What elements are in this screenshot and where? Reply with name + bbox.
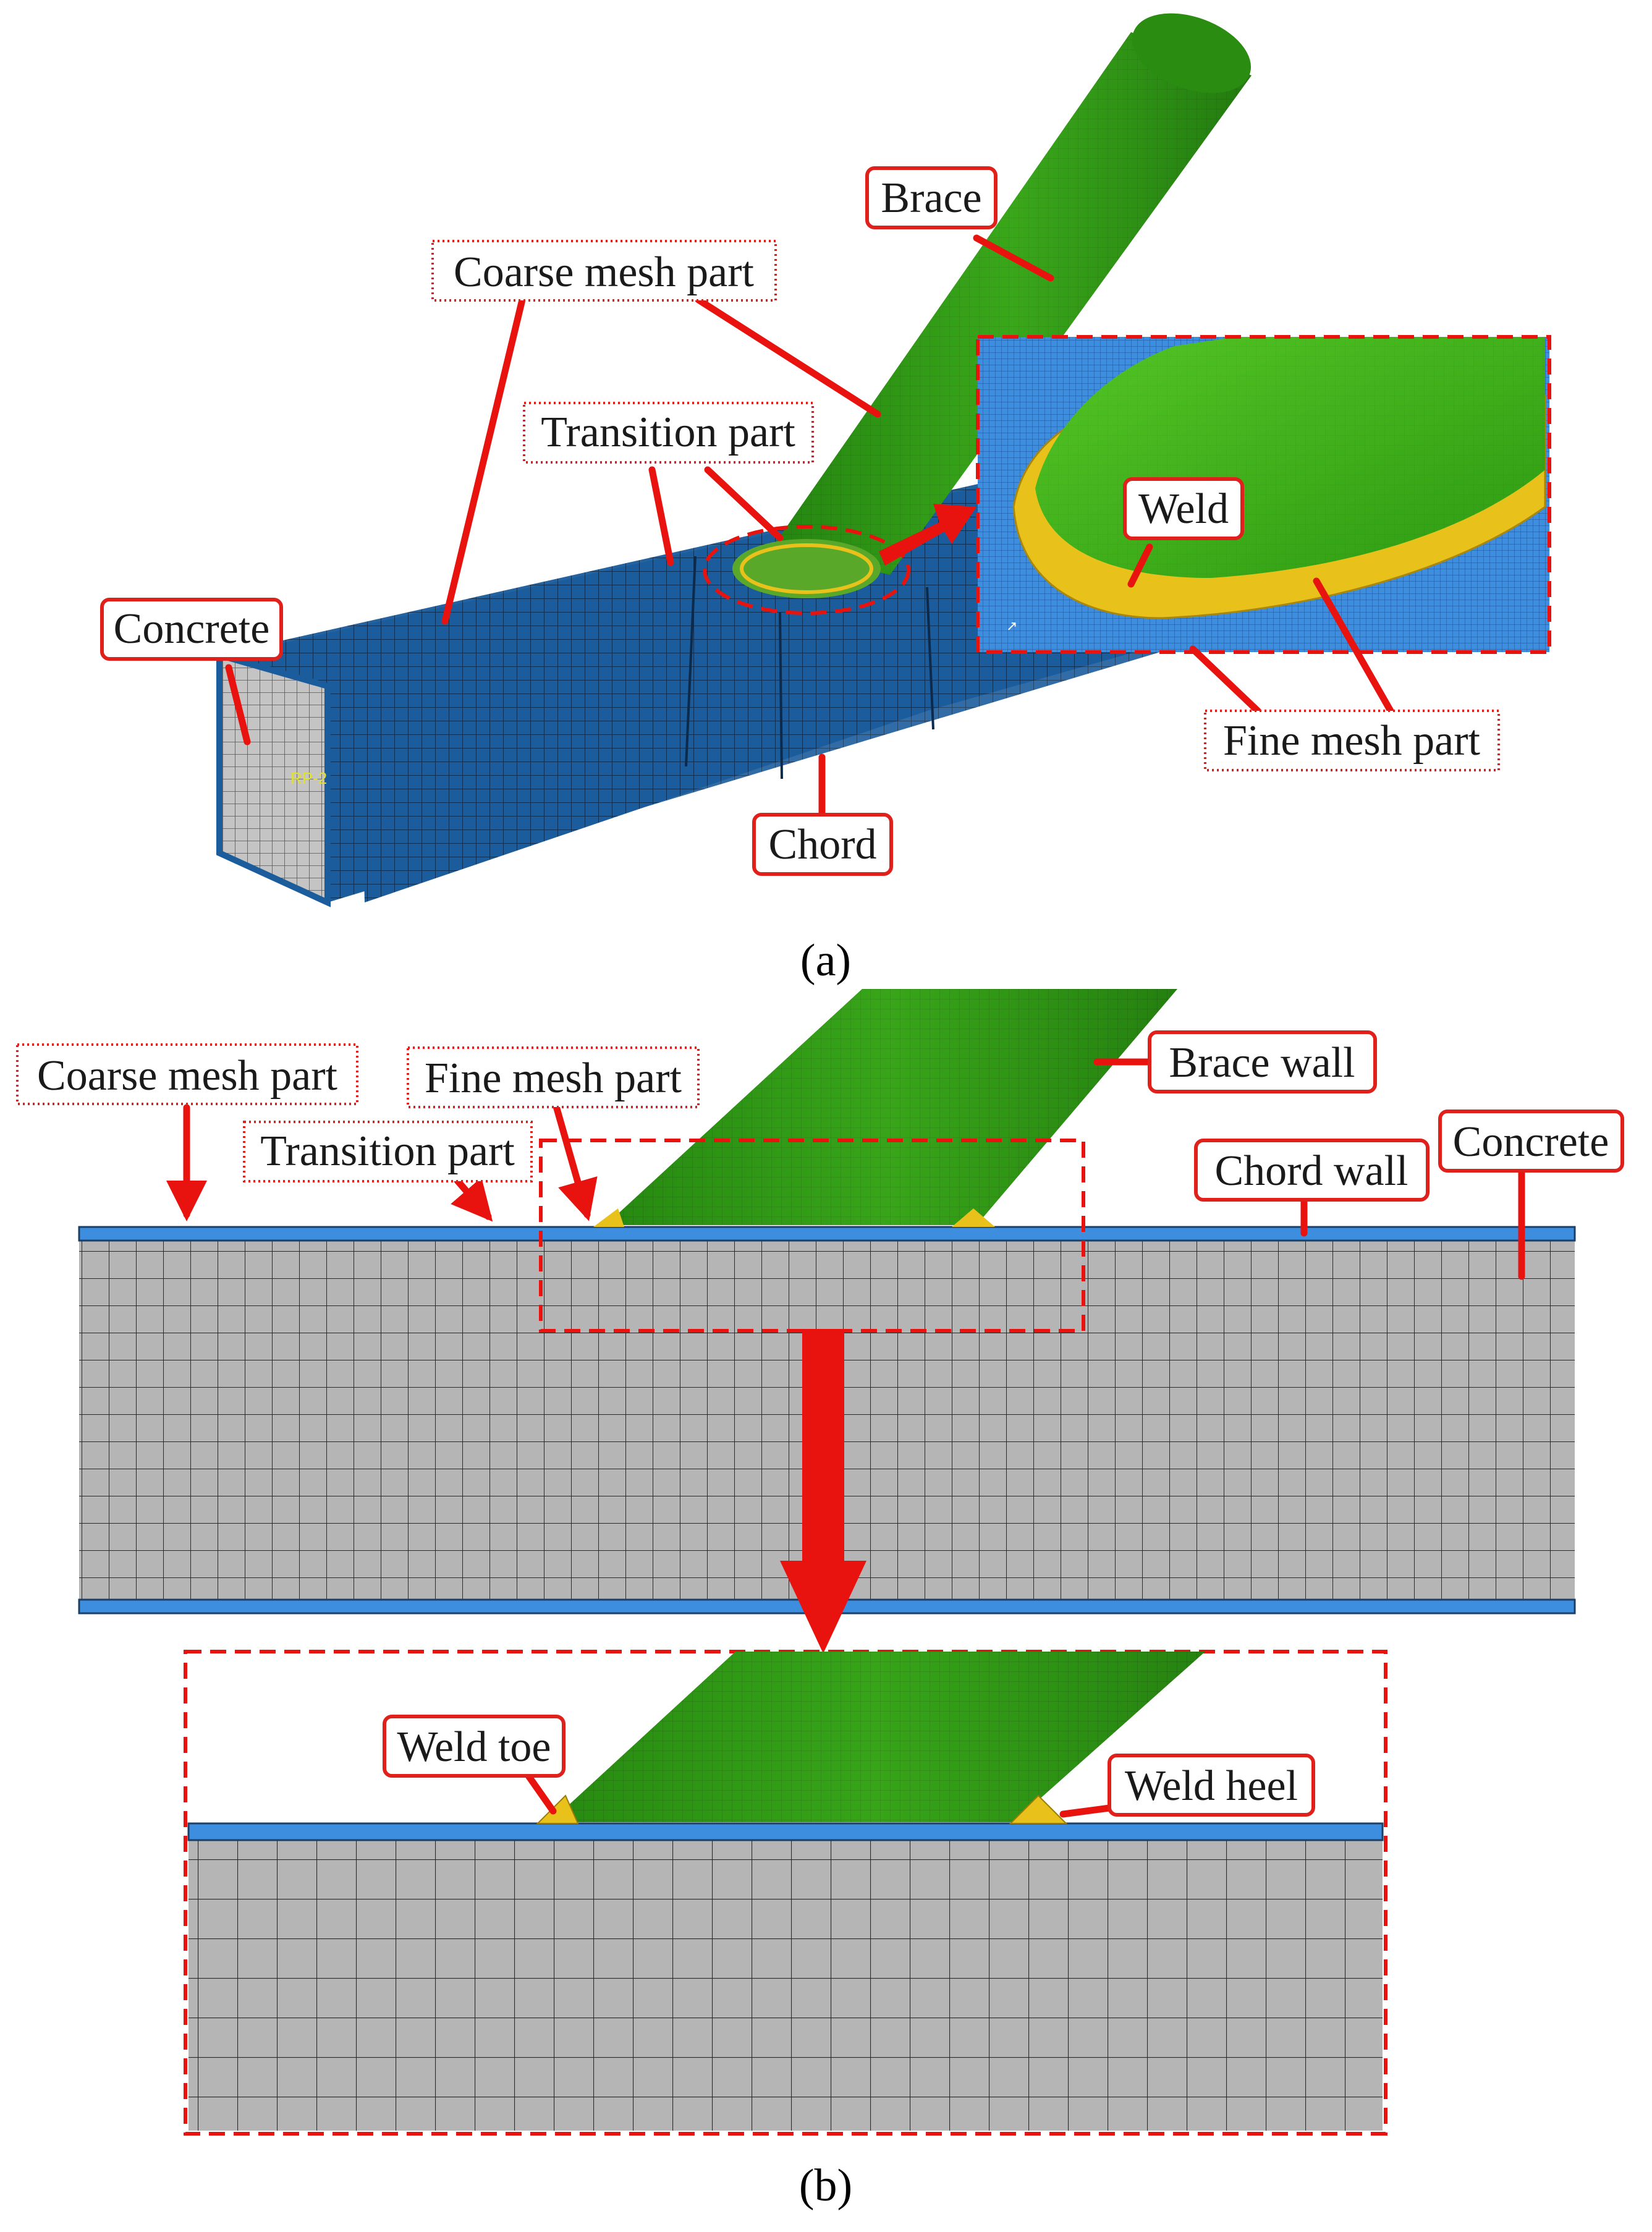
brace-tube-end	[1132, 13, 1252, 93]
down-arrow-head	[780, 1561, 866, 1653]
label-chord: Chord	[752, 813, 893, 876]
label-b-chord-wall: Chord wall	[1194, 1139, 1430, 1202]
caption-b: (b)	[799, 2160, 852, 2211]
pointer-coarse-to-brace	[695, 296, 881, 418]
label-b-coarse-mesh-part: Coarse mesh part	[16, 1043, 358, 1105]
label-transition-part: Transition part	[523, 402, 814, 464]
brace-tube-mesh	[773, 32, 1252, 575]
joint-weld-ring	[740, 543, 873, 594]
partition-line	[926, 587, 934, 730]
label-brace-text: Brace	[881, 174, 981, 222]
panel-a: RP-2 ↗	[100, 13, 1551, 986]
detail-weld-heel	[1009, 1794, 1068, 1824]
label-b-concrete-text: Concrete	[1453, 1118, 1609, 1166]
section-weld-right	[952, 1208, 995, 1227]
concrete-end-face	[219, 655, 328, 902]
chord-end-rim	[216, 651, 331, 907]
pointer-b-transition	[451, 1177, 493, 1222]
label-concrete-text: Concrete	[114, 605, 270, 653]
panel-b: Coarse mesh part Fine mesh part Transiti…	[16, 989, 1624, 2211]
section-brace-shade	[606, 989, 1177, 1225]
partition-line	[779, 611, 783, 779]
joint-dashed-ellipse	[703, 525, 910, 615]
label-b-brace-wall-text: Brace wall	[1169, 1039, 1355, 1087]
pointer-b-weld-toe	[525, 1772, 557, 1815]
section-chord-wall-top	[78, 1226, 1576, 1242]
pointer-weld	[1127, 543, 1153, 588]
partition-line	[685, 556, 697, 767]
zoom-inset-border	[976, 335, 1551, 654]
zoom-inset: ↗	[976, 335, 1551, 654]
label-fine-mesh-text: Fine mesh part	[1223, 717, 1481, 765]
pointer-coarse-to-chord	[441, 296, 526, 625]
pointer-transition-1	[648, 466, 674, 566]
label-b-weld-heel: Weld heel	[1108, 1754, 1315, 1817]
section-weld-left	[593, 1208, 624, 1227]
label-b-fine-text: Fine mesh part	[425, 1054, 682, 1102]
label-b-brace-wall: Brace wall	[1148, 1030, 1377, 1093]
pointer-transition-2	[704, 466, 784, 541]
detail-concrete	[188, 1839, 1383, 2131]
label-b-concrete: Concrete	[1438, 1110, 1624, 1173]
caption-a: (a)	[800, 935, 851, 986]
detail-chord-wall	[187, 1822, 1384, 1841]
pointer-b-weld-heel	[1059, 1804, 1113, 1818]
label-coarse-mesh-text: Coarse mesh part	[454, 248, 755, 296]
pointer-brace	[973, 234, 1054, 282]
label-concrete: Concrete	[100, 598, 283, 661]
label-b-fine-mesh-part: Fine mesh part	[407, 1046, 700, 1108]
label-b-transition-part: Transition part	[243, 1121, 533, 1182]
label-b-coarse-text: Coarse mesh part	[37, 1052, 338, 1100]
zoom-arrow	[879, 504, 976, 566]
label-b-weld-toe: Weld toe	[383, 1715, 565, 1778]
reference-point-label: RP-2	[290, 769, 327, 787]
label-chord-text: Chord	[769, 821, 877, 868]
label-brace: Brace	[865, 166, 998, 229]
label-b-weld-toe-text: Weld toe	[397, 1723, 551, 1771]
pointer-fine-mesh-1	[1189, 645, 1261, 715]
label-fine-mesh-part: Fine mesh part	[1204, 710, 1500, 771]
label-weld-text: Weld	[1138, 485, 1229, 533]
down-arrow-shaft	[802, 1329, 844, 1564]
zoom-axis-glyph: ↗	[1006, 618, 1017, 634]
pointer-b-fine	[553, 1103, 598, 1221]
label-b-transition-text: Transition part	[260, 1127, 515, 1175]
label-b-chord-wall-text: Chord wall	[1214, 1147, 1408, 1195]
label-weld: Weld	[1123, 477, 1244, 540]
label-b-weld-heel-text: Weld heel	[1125, 1762, 1298, 1810]
pointer-fine-mesh-2	[1313, 577, 1394, 715]
label-transition-text: Transition part	[541, 409, 795, 456]
pointer-concrete	[225, 664, 251, 745]
joint-region	[732, 539, 881, 598]
detail-brace-shade	[550, 1652, 1205, 1822]
label-coarse-mesh-part: Coarse mesh part	[431, 240, 777, 302]
